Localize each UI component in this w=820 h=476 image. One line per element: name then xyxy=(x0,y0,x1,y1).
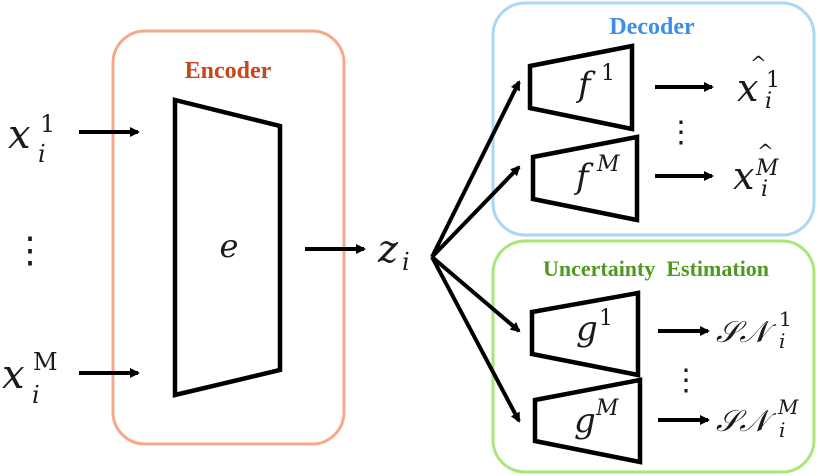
decoder-outputs-ellipsis: ⋮ xyxy=(666,115,696,150)
uncertainty-network-m-shape xyxy=(532,377,643,465)
uncertainty-network-m-label: g M xyxy=(574,396,619,441)
decoder-network-1-label: f 1 xyxy=(575,61,615,105)
svg-text:^: ^ xyxy=(757,139,774,163)
uncertainty-outputs-ellipsis: ⋮ xyxy=(671,363,701,398)
svg-text:M: M xyxy=(777,395,799,419)
svg-text:i: i xyxy=(779,329,785,353)
svg-text:x: x xyxy=(733,154,754,198)
svg-text:x: x xyxy=(8,112,31,158)
svg-text:1: 1 xyxy=(40,110,55,138)
svg-text:z: z xyxy=(377,227,399,271)
decoder-output-m: x ^ M i xyxy=(733,139,779,202)
decoder-output-1: x ^ 1 i xyxy=(737,51,780,114)
svg-text:i: i xyxy=(765,89,772,114)
svg-text:M: M xyxy=(755,156,779,181)
uncertainty-network-1-shape xyxy=(529,290,641,378)
svg-text:M: M xyxy=(596,152,620,177)
decoder-box xyxy=(491,1,816,237)
encoder-network-label: e xyxy=(220,227,239,265)
svg-text:^: ^ xyxy=(750,51,767,75)
svg-text:f: f xyxy=(575,65,596,105)
uncertainty-output-m: 𝒮𝒩 M i xyxy=(716,395,799,442)
svg-text:M: M xyxy=(595,396,619,421)
svg-text:i: i xyxy=(761,177,768,202)
svg-text:M: M xyxy=(33,348,58,376)
svg-text:i: i xyxy=(402,248,410,276)
svg-text:1: 1 xyxy=(601,61,615,86)
encoder-box xyxy=(111,29,346,446)
latent-to-g1-arrow xyxy=(430,255,521,333)
svg-text:𝒮𝒩: 𝒮𝒩 xyxy=(716,315,777,350)
decoder-network-m-label: f M xyxy=(573,152,620,197)
uncertainty-network-1-label: g 1 xyxy=(576,306,613,349)
svg-text:f: f xyxy=(573,157,594,197)
svg-text:𝒮𝒩: 𝒮𝒩 xyxy=(716,404,777,439)
decoder-network-1-shape xyxy=(527,43,635,132)
uncertainty-output-1: 𝒮𝒩 1 i xyxy=(716,307,792,353)
input-m: x M i xyxy=(2,348,58,409)
svg-text:1: 1 xyxy=(766,68,780,93)
uncertainty-title: Uncertainty Estimation xyxy=(543,256,769,281)
svg-text:i: i xyxy=(38,140,46,168)
latent-to-gm-arrow xyxy=(430,256,521,423)
latent-to-fm-arrow xyxy=(430,165,521,259)
encoder-network-shape xyxy=(172,97,283,398)
svg-text:1: 1 xyxy=(779,307,792,331)
svg-text:x: x xyxy=(737,66,758,110)
input-1: x 1 i xyxy=(8,110,55,168)
latent-variable: z i xyxy=(377,227,410,276)
decoder-network-m-shape xyxy=(530,134,640,223)
svg-text:1: 1 xyxy=(599,306,613,331)
inputs-ellipsis: ⋮ xyxy=(12,230,48,271)
uncertainty-box xyxy=(491,239,816,474)
svg-text:g: g xyxy=(574,401,596,441)
svg-text:x: x xyxy=(2,352,25,398)
latent-to-f1-arrow xyxy=(430,80,521,258)
svg-text:g: g xyxy=(576,309,598,349)
decoder-title: Decoder xyxy=(609,14,695,40)
svg-text:i: i xyxy=(32,381,40,409)
svg-text:i: i xyxy=(779,418,785,442)
encoder-title: Encoder xyxy=(185,58,272,84)
